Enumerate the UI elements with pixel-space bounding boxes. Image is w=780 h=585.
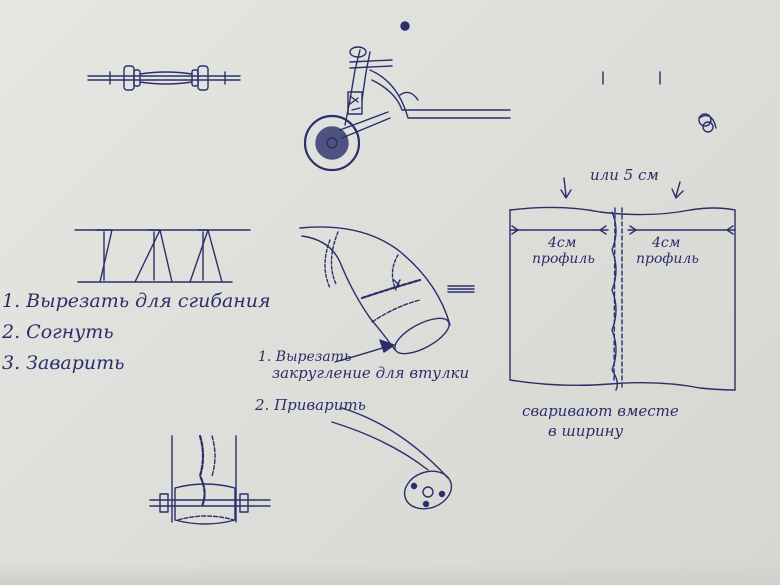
panel-right-size: 4см: [652, 235, 681, 251]
welded-panel-sketch: [509, 177, 736, 391]
panel-weld-width: в ширину: [548, 422, 624, 440]
panel-left-profile: профиль: [532, 251, 595, 267]
panel-right-profile: профиль: [636, 251, 699, 267]
paper-bottom-shadow: [0, 563, 780, 585]
step-1-cut-rounding: 1. Вырезать: [258, 349, 352, 365]
panel-weld-note: сваривают вместе: [522, 402, 679, 420]
step-1-rounding-detail: закругление для втулки: [272, 364, 470, 382]
pointer-arrow: [334, 339, 395, 363]
panel-left-size: 4см: [548, 235, 577, 251]
step-2-weld-on: 2. Приварить: [255, 396, 366, 414]
wheel-fork-sketch: [303, 46, 511, 172]
hub-in-frame-sketch: [149, 434, 271, 525]
step-3-weld: 3. Заварить: [2, 352, 125, 374]
bent-welded-tube-sketch: [299, 226, 475, 355]
tube-end-with-hole-sketch: [331, 407, 453, 510]
triangle-cut-profile-sketch: [74, 229, 251, 283]
panel-top-note: или 5 см: [590, 166, 659, 184]
pin-hole: [400, 21, 410, 31]
step-2-bend: 2. Согнуть: [2, 321, 114, 343]
step-1-cut: 1. Вырезать для сгибания: [2, 290, 271, 312]
hub-axle-sketch: [87, 65, 241, 91]
pen-scribble: [698, 113, 717, 133]
